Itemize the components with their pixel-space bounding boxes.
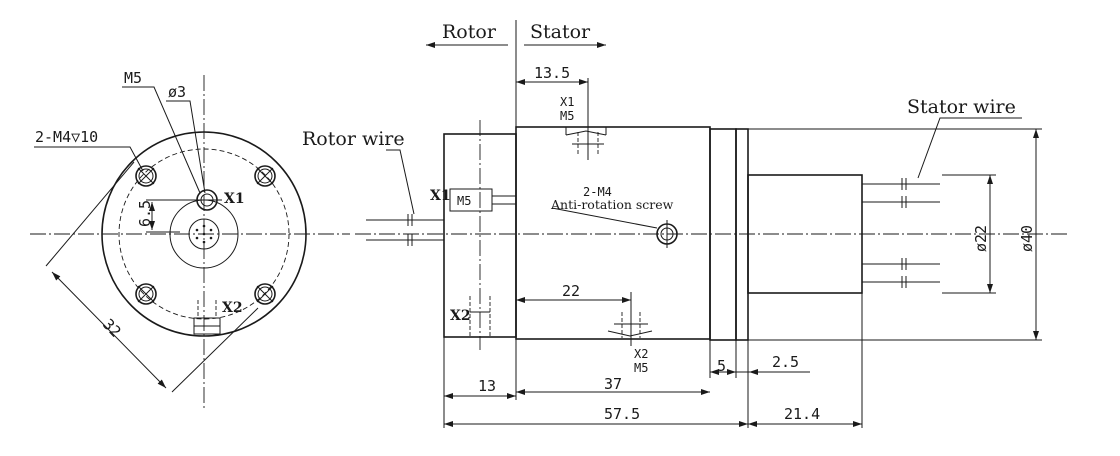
- label-rotor: Rotor: [442, 21, 497, 43]
- dim-32-line: [51, 271, 167, 389]
- rotor-wire-leader: [386, 149, 415, 215]
- label-stator: Stator: [530, 21, 591, 43]
- label-m5: M5: [124, 69, 142, 87]
- label-anti-rotation-text: Anti-rotation screw: [550, 197, 674, 212]
- dim-13: 13: [478, 377, 496, 395]
- label-stator-wire: Stator wire: [907, 96, 1016, 118]
- label-x1-front: X1: [224, 191, 245, 207]
- label-x2-bottom-thread: M5: [634, 361, 648, 375]
- x1-hole: [180, 189, 222, 211]
- x2-hole: [193, 300, 221, 335]
- stator-ring-1: [709, 128, 737, 341]
- label-x1-side-thread: M5: [457, 194, 471, 208]
- dim-2-5: 2.5: [772, 353, 799, 371]
- rear-housing: [747, 174, 863, 294]
- m4-leader: [34, 146, 144, 172]
- anti-rotation-leader: [551, 207, 658, 229]
- stator-ring-2: [735, 128, 749, 341]
- dim-13-5: 13.5: [534, 64, 570, 82]
- dim-22: 22: [562, 282, 580, 300]
- label-x1-side: X1: [430, 188, 451, 204]
- mounting-hole-top-left: [135, 165, 157, 187]
- label-x2-bottom-code: X2: [634, 347, 648, 361]
- dim-37: 37: [604, 375, 622, 393]
- label-anti-rotation-code: 2-M4: [583, 185, 612, 199]
- dim-phi22: ø22: [972, 225, 990, 252]
- side-view: Rotor Stator Rotor wire Stator wire 13.5…: [302, 20, 1070, 428]
- front-outer-circle: [101, 131, 307, 337]
- connector-pins: [195, 224, 213, 244]
- dim-57-5: 57.5: [604, 405, 640, 423]
- stator-body: [515, 126, 711, 340]
- mounting-hole-top-right: [254, 165, 276, 187]
- dim-32: 32: [99, 315, 124, 340]
- x1-side-hole: [449, 188, 516, 212]
- dim-6-5: 6.5: [136, 200, 154, 227]
- rotor-wires: [366, 214, 444, 246]
- x2-bottom-hole: [607, 306, 653, 346]
- m5-leader: [122, 86, 201, 194]
- mounting-hole-bottom-left: [135, 283, 157, 305]
- dim-5: 5: [717, 357, 726, 375]
- connector-circle: [188, 218, 220, 250]
- dim-phi40: ø40: [1018, 225, 1036, 252]
- label-rotor-wire: Rotor wire: [302, 128, 405, 150]
- stator-wire-leader: [917, 117, 1022, 179]
- label-x1-top-code: X1: [560, 95, 574, 109]
- front-view: M5 ø3 2-M4▽10 X1 X2 6.5 32: [30, 69, 350, 410]
- label-x2-front: X2: [222, 300, 243, 316]
- mounting-hole-bottom-right: [254, 283, 276, 305]
- dim-21-4: 21.4: [784, 405, 820, 423]
- label-m4-depth: 2-M4▽10: [35, 128, 98, 146]
- anti-rotation-hole: [656, 220, 678, 248]
- x2-side-hole: [469, 296, 491, 336]
- label-x1-top-thread: M5: [560, 109, 574, 123]
- phi3-leader: [166, 100, 206, 194]
- bolt-circle: [118, 148, 290, 320]
- stator-wires: [862, 178, 940, 288]
- label-phi3: ø3: [168, 83, 186, 101]
- label-x2-side: X2: [450, 308, 471, 324]
- x1-top-hole: [565, 104, 607, 160]
